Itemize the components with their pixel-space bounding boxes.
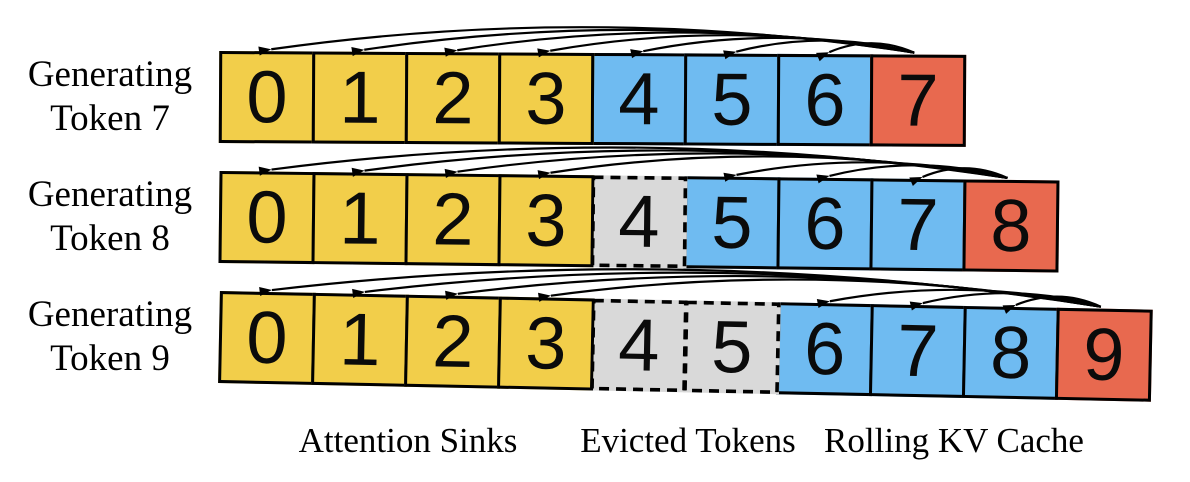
attention-arrow (816, 42, 915, 62)
legend-label-attention-sinks: Attention Sinks (298, 421, 518, 460)
token-cell-9: 9 (1054, 307, 1153, 402)
token-number: 3 (524, 301, 568, 385)
token-number: 7 (896, 308, 940, 393)
legend-label-rolling-kv-cache: Rolling KV Cache (824, 421, 1084, 460)
token-number: 9 (1082, 312, 1126, 397)
token-cell-3: 3 (497, 296, 595, 391)
attention-arrow (723, 39, 915, 60)
row-label-line2: Token 8 (50, 218, 170, 259)
attention-arrow (630, 36, 915, 59)
token-number: 0 (245, 295, 289, 380)
token-number: 1 (338, 297, 382, 382)
attention-arrow (909, 292, 1102, 311)
attention-arrow (816, 164, 1008, 184)
attention-arrow (723, 161, 1008, 182)
token-cell-5: 5 (682, 300, 781, 395)
attention-arrow (537, 34, 915, 58)
row-label-line2: Token 9 (50, 338, 170, 379)
token-cell-7: 7 (868, 304, 967, 398)
token-cell-4: 4 (590, 298, 688, 393)
attention-arrow (444, 31, 915, 57)
token-number: 8 (989, 310, 1033, 395)
token-cell-8: 8 (961, 305, 1060, 400)
attention-arrow (537, 155, 1008, 180)
token-cell-1: 1 (311, 292, 409, 387)
legend-label-evicted-tokens: Evicted Tokens (580, 421, 796, 460)
attention-arrow (909, 167, 1008, 186)
token-number: 6 (803, 306, 847, 391)
row-label-line1: Generating (27, 174, 193, 215)
token-number: 4 (617, 303, 661, 387)
row-label-line2: Token 7 (50, 98, 170, 139)
token-number: 2 (431, 299, 475, 384)
token-cell-0: 0 (218, 291, 316, 385)
attention-arrow (258, 26, 915, 56)
attention-arrow (351, 28, 915, 57)
row-label-line1: Generating (27, 54, 193, 95)
attention-arrow (1002, 295, 1102, 314)
token-number: 5 (710, 304, 754, 389)
row-label-line1: Generating (27, 294, 193, 335)
token-cell-6: 6 (775, 302, 874, 397)
token-cell-2: 2 (404, 294, 502, 389)
